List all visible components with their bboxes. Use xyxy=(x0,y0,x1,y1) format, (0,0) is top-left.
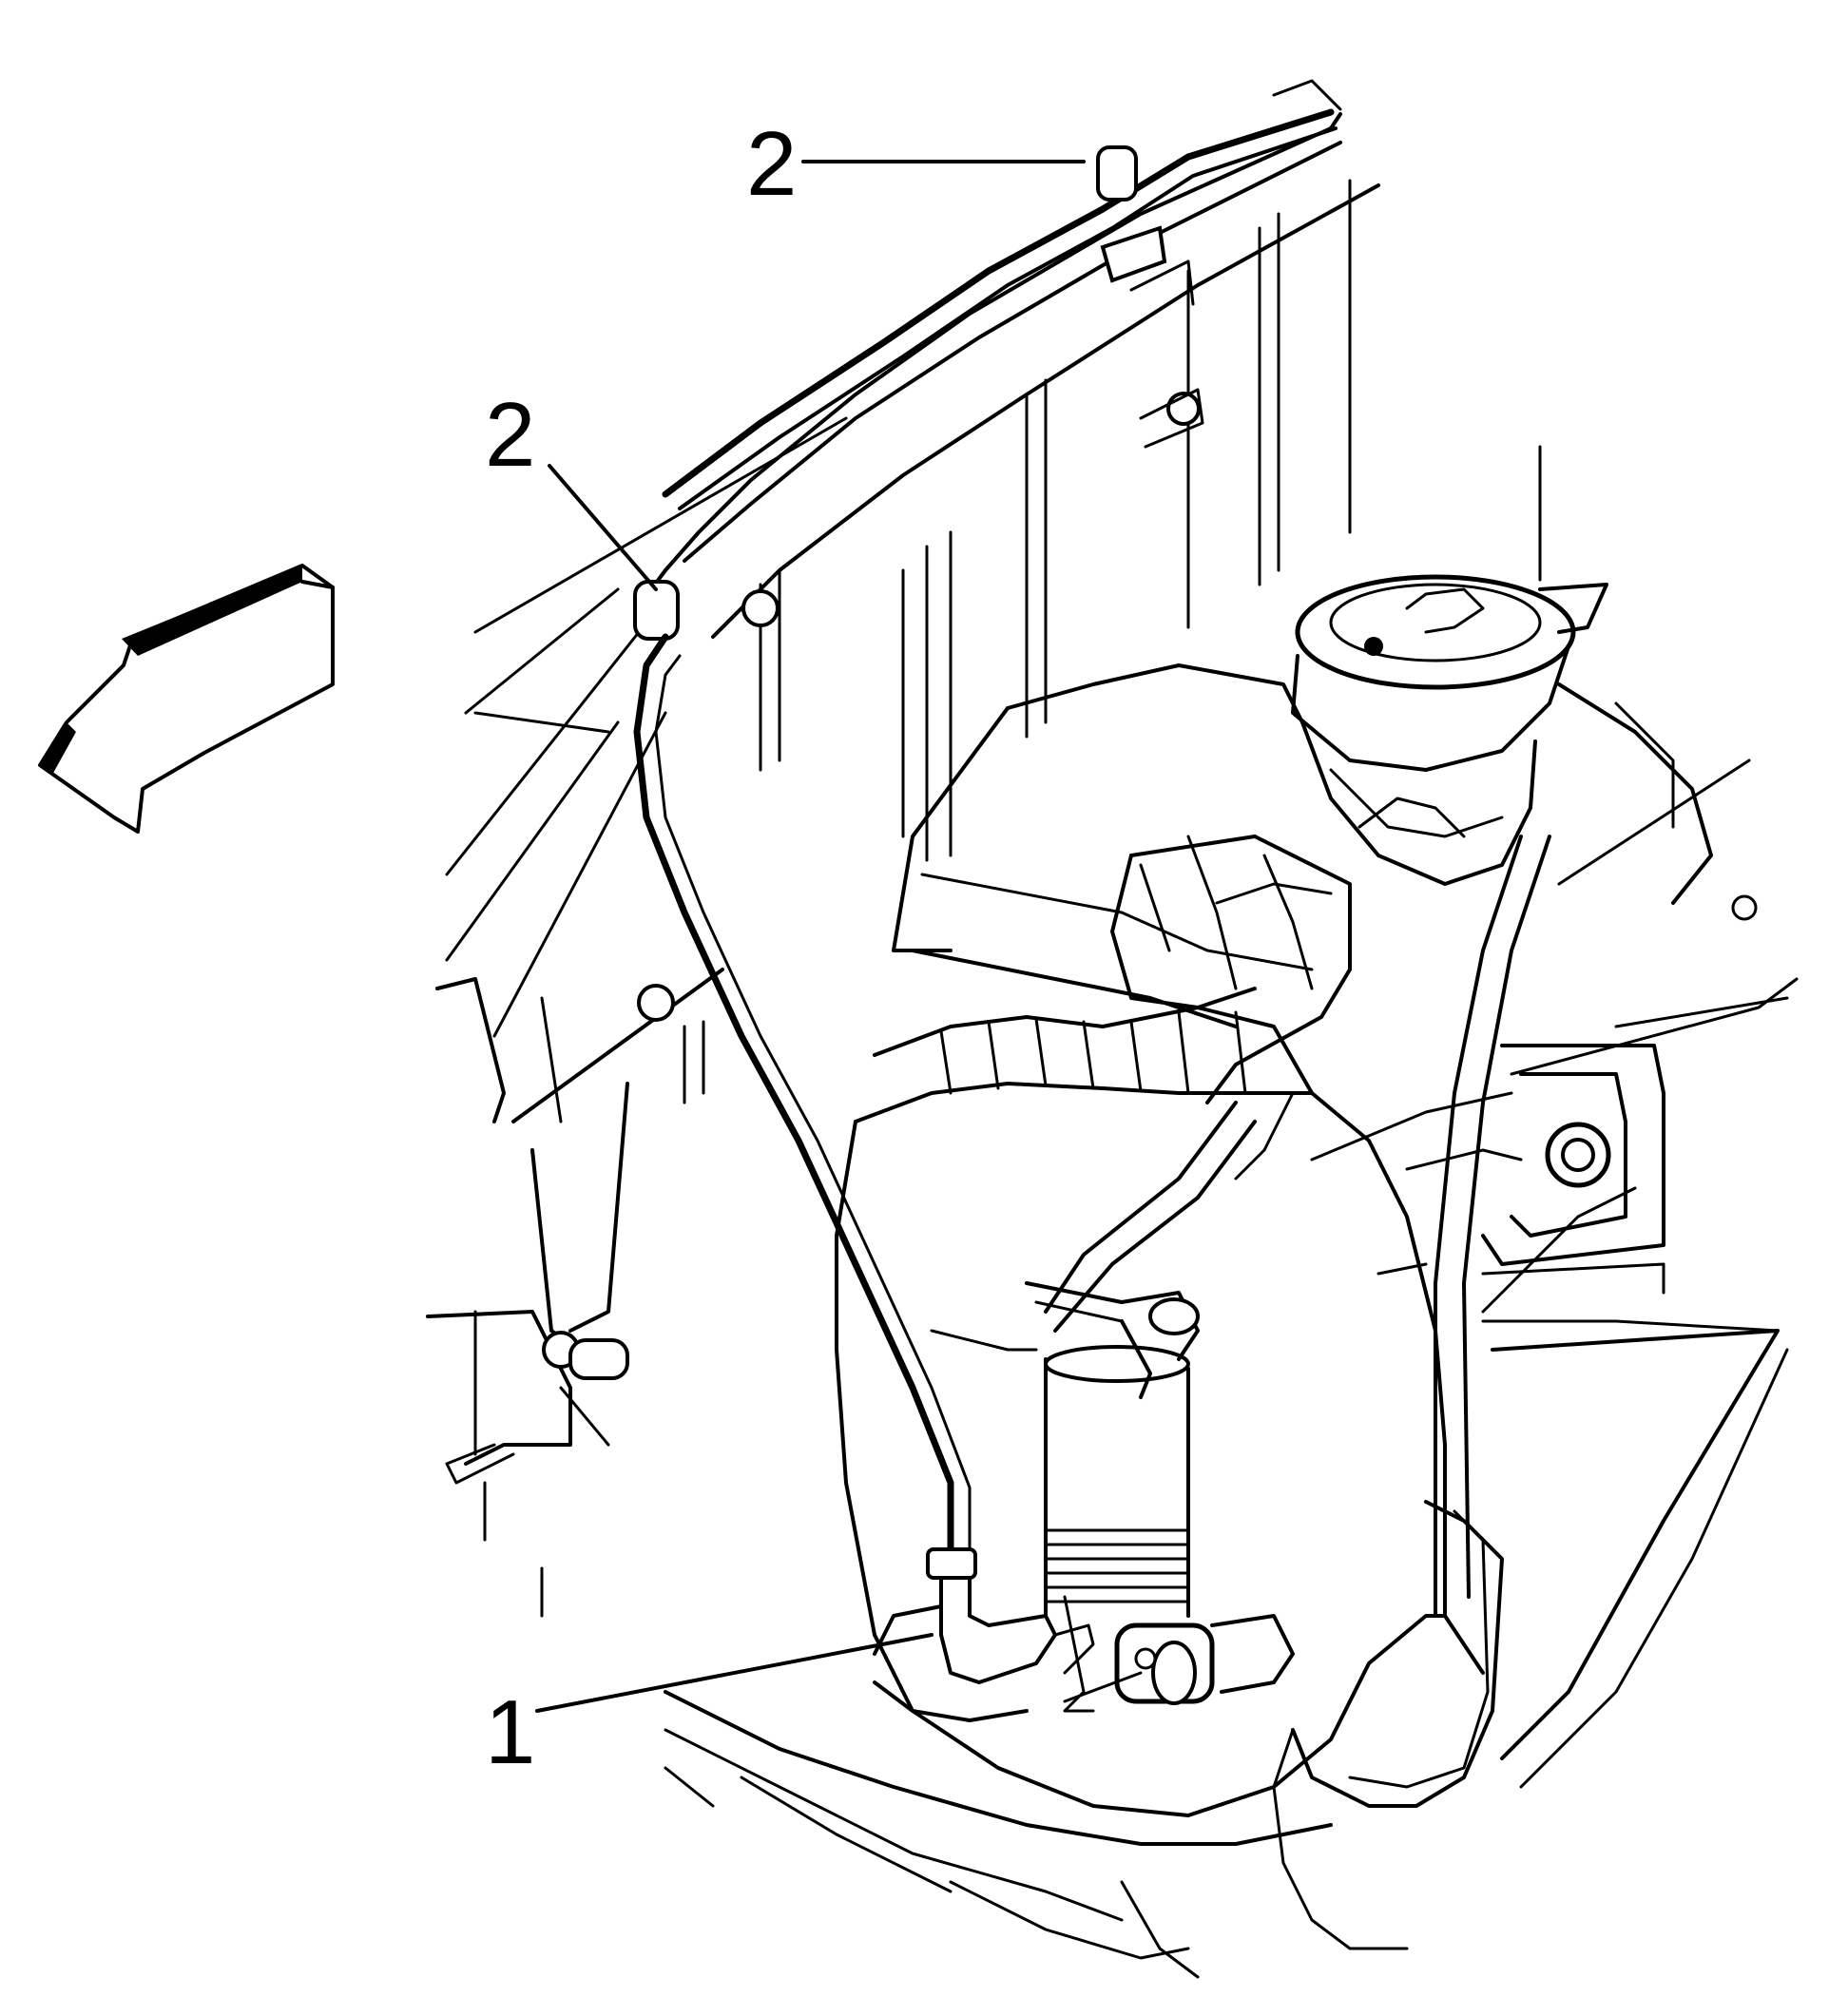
frame-bracket xyxy=(426,968,724,1618)
leader-2-lower xyxy=(548,464,658,591)
washer-pump xyxy=(930,1281,1295,1705)
callout-2-upper: 2 xyxy=(746,113,797,215)
forward-arrow-icon xyxy=(38,564,335,834)
callout-2-lower: 2 xyxy=(485,384,535,486)
leader-1 xyxy=(535,1633,934,1713)
washer-fluid-reservoir xyxy=(664,445,1799,1979)
callout-1: 1 xyxy=(485,1681,535,1783)
radiator-support xyxy=(445,79,1380,1038)
washer-hose xyxy=(633,633,1095,1722)
callout-leaders xyxy=(535,160,1086,1713)
